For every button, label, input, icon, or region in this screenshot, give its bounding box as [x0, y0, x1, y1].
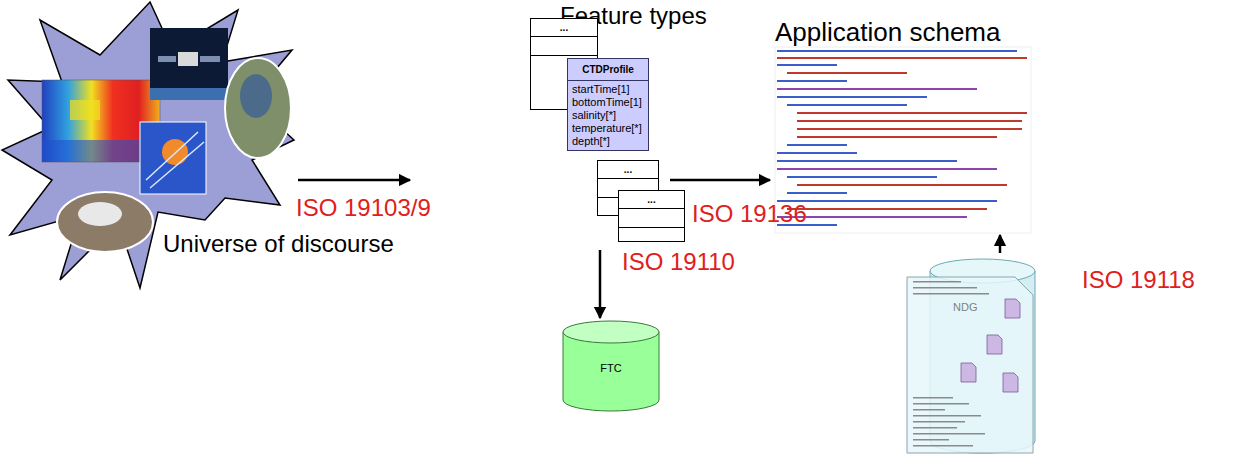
code-line [913, 427, 957, 429]
cylinder-body [563, 332, 659, 411]
code-line [913, 281, 961, 283]
standard-label: ISO 19118 [1082, 266, 1195, 294]
illustration-rect [787, 72, 907, 74]
class-attribute: salinity[*] [572, 109, 644, 122]
class-name: ... [535, 21, 593, 34]
illustration-rect [787, 104, 907, 106]
node-ndg: NDG [905, 255, 1037, 455]
code-line [913, 287, 977, 289]
illustration-rect [775, 47, 1031, 233]
satellite-panel [158, 56, 176, 62]
class-header: ... [619, 191, 684, 209]
class-header: ... [531, 19, 597, 37]
code-line [913, 415, 981, 417]
code-line [913, 439, 949, 441]
standard-label: ISO 19136 [692, 200, 807, 228]
illustration-rect [797, 136, 997, 138]
file-icon [961, 363, 976, 382]
code-line [913, 293, 989, 295]
class-attributes: startTime[1]bottomTime[1]salinity[*]temp… [568, 81, 648, 150]
illustration-rect [777, 96, 927, 98]
class-header: ... [598, 161, 658, 179]
illustration-rect [777, 200, 997, 202]
illustration-rect [777, 80, 847, 82]
class-attribute: temperature[*] [572, 122, 644, 135]
repository-label: NDG [953, 301, 977, 313]
connector-arrow [999, 235, 1002, 253]
illustration-rect [787, 192, 847, 194]
planet-streaks [146, 132, 204, 188]
illustration-rect [777, 57, 1027, 59]
class-attributes [531, 37, 597, 56]
file-icon [1003, 373, 1018, 392]
cylinder-top [563, 321, 659, 343]
illustration-rect [777, 50, 1017, 52]
class-attribute: bottomTime[1] [572, 96, 644, 109]
node-star: Universe of discourse [0, 0, 296, 296]
class-header: CTDProfile [568, 59, 648, 81]
ground-photo-detail [240, 74, 272, 118]
repository-shape [905, 255, 1037, 455]
illustration-rect [797, 120, 1022, 122]
ground-photo [225, 58, 291, 158]
uml-class-box: ... [618, 190, 685, 242]
satellite-body [178, 52, 198, 66]
universe-caption: Universe of discourse [163, 230, 394, 258]
cylinder-label: FTC [562, 362, 660, 374]
code-line [913, 433, 985, 435]
class-attribute: depth[*] [572, 135, 644, 148]
class-name: CTDProfile [572, 63, 644, 76]
dish [78, 202, 122, 226]
document-sheet [907, 277, 1033, 453]
illustration-rect [797, 184, 1007, 186]
node-group: Feature types...CTDProfilestartTime[1]bo… [412, 0, 668, 248]
standard-label: ISO 19110 [622, 248, 735, 276]
class-attributes [619, 209, 684, 228]
file-icon [987, 335, 1002, 354]
code-line [913, 397, 953, 399]
class-operations [619, 228, 684, 241]
satellite-image [150, 28, 228, 100]
illustration-rect [787, 176, 937, 178]
schema-heading: Application schema [775, 18, 1000, 48]
illustration-rect [777, 88, 977, 90]
planet-image [140, 122, 206, 194]
connector-arrow [670, 179, 770, 182]
class-attribute: startTime[1] [572, 83, 644, 96]
node-doc: Application schema [772, 18, 1035, 233]
connector-arrow [599, 250, 602, 318]
illustration-rect [787, 208, 987, 210]
illustration-rect [797, 112, 1027, 114]
class-name: ... [602, 163, 654, 176]
code-line [913, 403, 969, 405]
code-line [913, 421, 965, 423]
node-cyl: FTC [562, 320, 660, 412]
standard-label: ISO 19103/9 [296, 194, 431, 222]
heatmap-patch [70, 100, 100, 120]
class-name: ... [623, 193, 680, 206]
earth-limb [150, 88, 228, 100]
dish-photo [57, 192, 153, 252]
xml-code-lines [775, 47, 1031, 233]
illustration-rect [797, 128, 1022, 130]
illustration-rect [777, 152, 857, 154]
code-line [913, 409, 945, 411]
file-icon [1005, 299, 1020, 318]
illustration-rect [787, 144, 847, 146]
illustration-rect [777, 160, 957, 162]
satellite-panel [200, 56, 220, 62]
illustration-rect [777, 168, 997, 170]
uml-class-box: CTDProfile startTime[1]bottomTime[1]salin… [567, 58, 649, 151]
connector-arrow [298, 179, 410, 182]
illustration-rect [777, 64, 837, 66]
code-line [913, 445, 973, 447]
